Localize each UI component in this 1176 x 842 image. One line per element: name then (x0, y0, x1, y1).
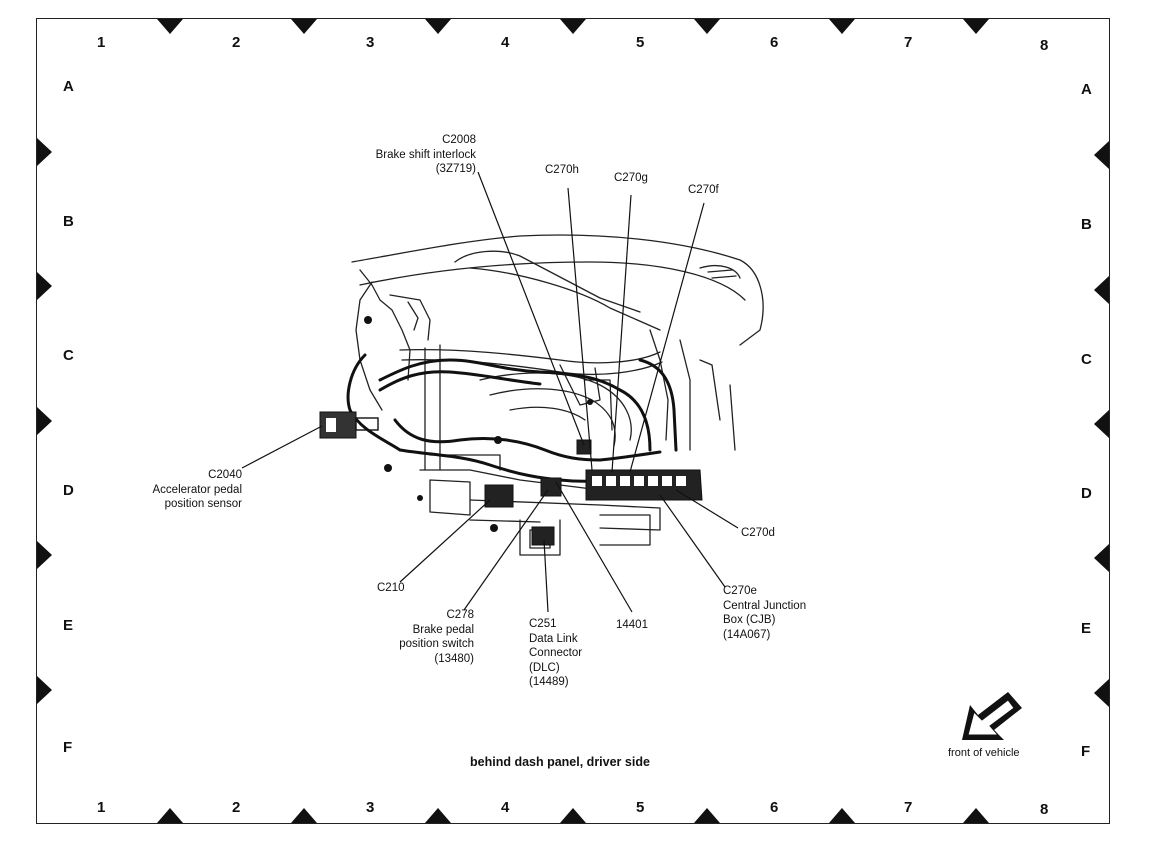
marker-right (1094, 141, 1109, 169)
marker-bottom (291, 808, 317, 823)
grid-col-bottom: 7 (904, 799, 913, 816)
diagram-caption: behind dash panel, driver side (470, 755, 650, 769)
callout-c2008: C2008 Brake shift interlock (3Z719) (375, 134, 476, 175)
front-of-vehicle-label: front of vehicle (948, 747, 1020, 759)
grid-col-top: 3 (366, 34, 375, 51)
callout-c270g: C270g (614, 172, 648, 184)
callout-c270e: C270e Central Junction Box (CJB) (14A067… (723, 585, 807, 641)
marker-right (1094, 544, 1109, 572)
marker-right (1094, 410, 1109, 438)
grid-row-left: D (63, 482, 74, 499)
leader-c278 (463, 489, 549, 611)
grid-markers (37, 19, 1109, 823)
grid-col-bottom: 2 (232, 799, 241, 816)
grid-row-left: F (63, 739, 73, 756)
grid-col-bottom: 6 (770, 799, 779, 816)
grid-col-top: 1 (97, 34, 106, 51)
marker-left (37, 272, 52, 300)
grid-row-left: E (63, 617, 74, 634)
grid-row-right: D (1081, 485, 1092, 502)
marker-top (694, 19, 720, 34)
grid-row-right: E (1081, 620, 1092, 637)
c251-connector (531, 526, 555, 546)
marker-left (37, 407, 52, 435)
marker-bottom (829, 808, 855, 823)
connectors (484, 439, 703, 546)
marker-bottom (560, 808, 586, 823)
marker-top (560, 19, 586, 34)
marker-bottom (425, 808, 451, 823)
leader-c270f (629, 202, 705, 473)
leader-c2008 (477, 171, 585, 446)
diagram-frame (36, 18, 1110, 824)
marker-top (963, 19, 989, 34)
callout-c2040: C2040 Accelerator pedal position sensor (152, 469, 243, 510)
marker-left (37, 138, 52, 166)
leader-lines (241, 171, 739, 613)
leader-c270g (611, 194, 632, 473)
grid-row-left: B (63, 213, 74, 230)
grid-col-top: 6 (770, 34, 779, 51)
marker-right (1094, 679, 1109, 707)
callout-c251: C251 Data Link Connector (DLC) (14489) (529, 618, 583, 688)
grid-col-bottom: 3 (366, 799, 375, 816)
grid-col-bottom: 4 (501, 799, 510, 816)
leader-c251 (543, 539, 549, 613)
marker-bottom (157, 808, 183, 823)
marker-bottom (694, 808, 720, 823)
callout-14401: 14401 (616, 619, 648, 631)
leader-c2040 (241, 425, 323, 469)
dash-panel-sketch (351, 234, 764, 556)
marker-left (37, 676, 52, 704)
marker-top (291, 19, 317, 34)
bolts (364, 316, 593, 532)
grid-row-right: B (1081, 216, 1092, 233)
leader-c210 (399, 499, 491, 583)
grid-row-right: C (1081, 351, 1092, 368)
grid-row-right: F (1081, 743, 1091, 760)
marker-right (1094, 276, 1109, 304)
callout-c270h: C270h (545, 164, 579, 176)
c278-connector (540, 477, 562, 497)
c2040-connector (319, 411, 379, 439)
grid-row-left: C (63, 347, 74, 364)
grid-col-bottom: 8 (1040, 801, 1049, 818)
grid-row-right: A (1081, 81, 1092, 98)
grid-col-top: 7 (904, 34, 913, 51)
c2008-connector (576, 439, 592, 455)
marker-top (157, 19, 183, 34)
callout-c210: C210 (377, 582, 405, 594)
grid-col-top: 2 (232, 34, 241, 51)
grid-col-top: 4 (501, 34, 510, 51)
callout-c270d: C270d (741, 527, 775, 539)
marker-left (37, 541, 52, 569)
leader-14401 (555, 481, 633, 613)
grid-col-bottom: 1 (97, 799, 106, 816)
marker-top (829, 19, 855, 34)
grid-col-top: 5 (636, 34, 645, 51)
marker-bottom (963, 808, 989, 823)
callout-c270f: C270f (688, 184, 719, 196)
cjb-slots (592, 476, 686, 486)
c210-connector (484, 484, 514, 508)
callout-c278: C278 Brake pedal position switch (13480) (399, 609, 474, 665)
front-of-vehicle-arrow-icon (962, 692, 1022, 740)
grid-row-left: A (63, 78, 74, 95)
leader-c270d (675, 489, 739, 529)
grid-col-bottom: 5 (636, 799, 645, 816)
leader-c270e (659, 494, 726, 588)
leader-c270h (567, 187, 593, 471)
grid-col-top: 8 (1040, 37, 1049, 54)
marker-top (425, 19, 451, 34)
